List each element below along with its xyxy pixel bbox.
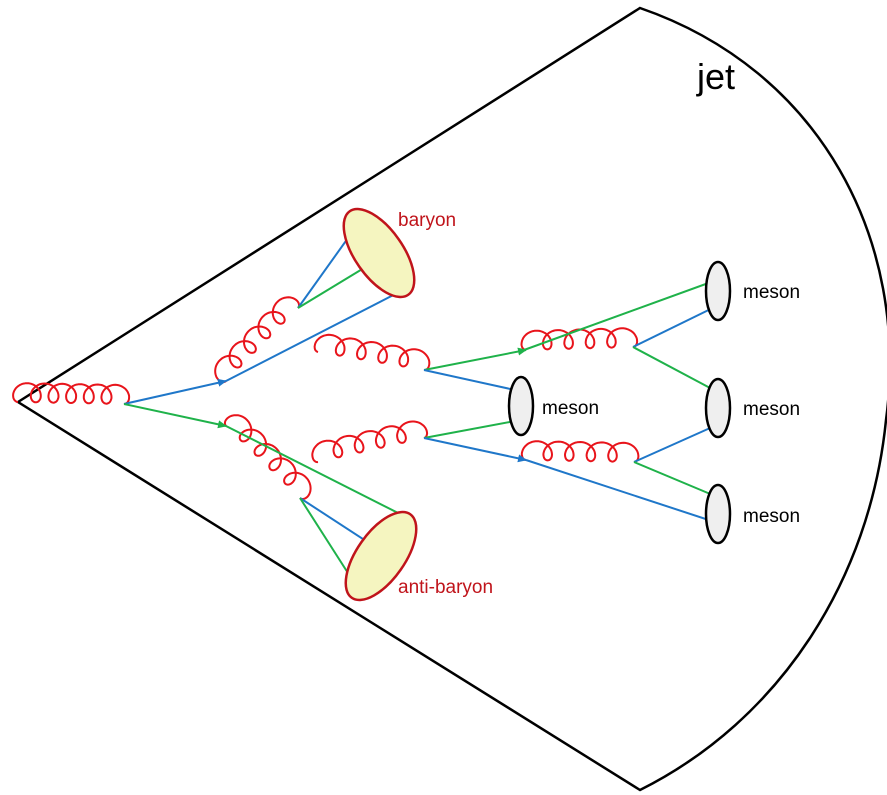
quark-blue-to-meson-bottom	[525, 459, 728, 528]
jet-label: jet	[696, 56, 735, 97]
meson-ellipse-top	[704, 260, 732, 322]
quark-blue-to-baryon-1	[225, 287, 408, 382]
gluon-mid-upper	[313, 333, 431, 371]
quark-blue-to-meson-mid	[423, 369, 525, 395]
meson-ellipse-center	[704, 377, 732, 439]
hadrons	[342, 207, 732, 602]
quark-blue-down-1	[423, 437, 527, 463]
gluon-right-upper	[520, 327, 639, 351]
meson-ellipse-bottom	[704, 483, 732, 545]
baryon-label: baryon	[398, 210, 456, 231]
quark-green-to-antibaryon-1	[225, 425, 411, 520]
quark-green-to-meson-mid	[423, 416, 527, 439]
meson-label-top: meson	[743, 282, 800, 303]
baryon-ellipse	[342, 207, 416, 299]
quark-green-to-antibaryon-2	[299, 497, 356, 585]
jet-cone	[15, 6, 887, 792]
gluon-right-lower	[520, 440, 640, 463]
gluon-upper-branch	[214, 296, 301, 384]
gluon-initial	[12, 382, 131, 405]
quark-green-to-meson-top-1	[523, 275, 726, 351]
meson-ellipse-middle	[507, 375, 535, 437]
quark-blue-upper	[123, 378, 227, 405]
meson-label-center: meson	[743, 399, 800, 420]
meson-label-bottom: meson	[743, 506, 800, 527]
anti-baryon-ellipse	[344, 510, 418, 602]
gluon-lines	[12, 296, 640, 500]
anti-baryon-label: anti-baryon	[398, 577, 493, 598]
meson-label-middle: meson	[542, 398, 599, 419]
quark-green-up-1	[423, 347, 527, 371]
quark-green-lower	[123, 403, 227, 429]
gluon-mid-lower	[311, 420, 429, 464]
gluon-lower-branch	[223, 414, 312, 500]
